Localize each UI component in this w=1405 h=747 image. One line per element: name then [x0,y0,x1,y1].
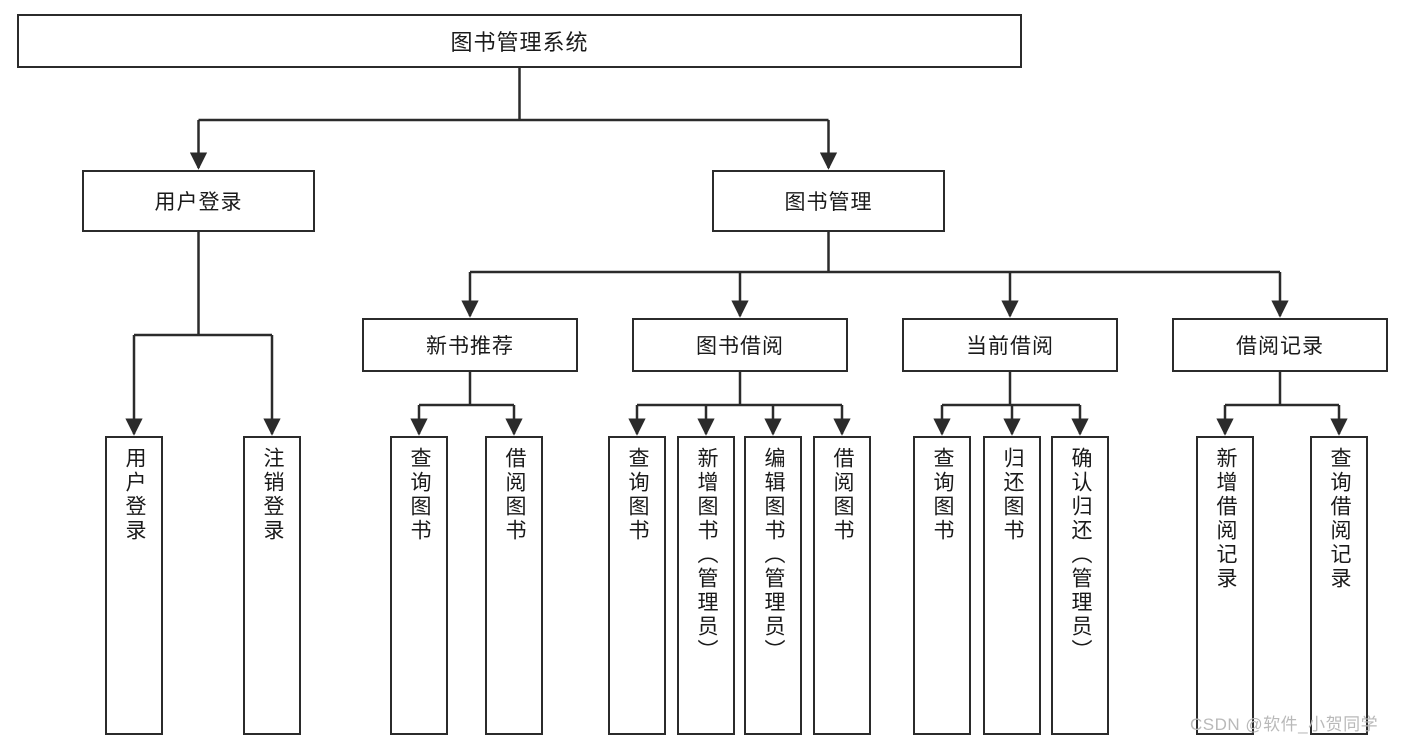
connector-userlogin-to-leaves [125,232,281,436]
node-leaf-edit-book[interactable]: 编辑图书（管理员） [744,436,802,735]
node-label: 用户登录 [154,191,243,214]
node-label: 图书借阅 [696,335,784,358]
node-book-manage[interactable]: 图书管理 [712,170,945,232]
node-label: 图书管理 [784,191,873,214]
node-leaf-user-login[interactable]: 用户登录 [105,436,163,735]
node-leaf-logout[interactable]: 注销登录 [243,436,301,735]
node-label: 借阅图书 [831,447,855,543]
csdn-watermark: CSDN @软件_小贺同学 [1190,715,1379,734]
node-current-borrow[interactable]: 当前借阅 [902,318,1118,372]
node-leaf-query-book-3[interactable]: 查询图书 [913,436,971,735]
node-leaf-borrow-book-2[interactable]: 借阅图书 [813,436,871,735]
node-leaf-add-book[interactable]: 新增图书（管理员） [677,436,735,735]
connector-record-to-leaves [1216,372,1348,436]
node-label: 图书管理系统 [450,30,589,55]
node-leaf-return-book[interactable]: 归还图书 [983,436,1041,735]
node-label: 查询图书 [408,447,432,543]
node-leaf-query-record[interactable]: 查询借阅记录 [1310,436,1368,735]
node-user-login[interactable]: 用户登录 [82,170,315,232]
node-label: 新增图书（管理员） [695,447,719,663]
node-label: 用户登录 [123,447,147,543]
node-label: 当前借阅 [966,335,1054,358]
node-leaf-query-book-2[interactable]: 查询图书 [608,436,666,735]
connector-root-to-level2 [189,68,838,170]
node-new-book-recommend[interactable]: 新书推荐 [362,318,578,372]
node-leaf-query-book-1[interactable]: 查询图书 [390,436,448,735]
node-label: 查询借阅记录 [1328,447,1352,591]
node-label: 归还图书 [1001,447,1025,543]
node-label: 注销登录 [261,447,285,543]
node-leaf-add-record[interactable]: 新增借阅记录 [1196,436,1254,735]
node-label: 借阅图书 [503,447,527,543]
node-book-borrow[interactable]: 图书借阅 [632,318,848,372]
node-label: 借阅记录 [1236,335,1324,358]
node-label: 确认归还（管理员） [1069,447,1093,663]
node-leaf-borrow-book-1[interactable]: 借阅图书 [485,436,543,735]
node-root[interactable]: 图书管理系统 [17,14,1022,68]
connector-recommend-to-leaves [410,372,523,436]
connector-bookmanage-to-level3 [461,232,1289,318]
node-leaf-confirm-return[interactable]: 确认归还（管理员） [1051,436,1109,735]
node-borrow-record[interactable]: 借阅记录 [1172,318,1388,372]
connector-borrow-to-leaves [628,372,851,436]
connector-current-to-leaves [933,372,1089,436]
node-label: 新书推荐 [426,335,514,358]
node-label: 查询图书 [626,447,650,543]
node-label: 查询图书 [931,447,955,543]
node-label: 编辑图书（管理员） [762,447,786,663]
node-label: 新增借阅记录 [1214,447,1238,591]
